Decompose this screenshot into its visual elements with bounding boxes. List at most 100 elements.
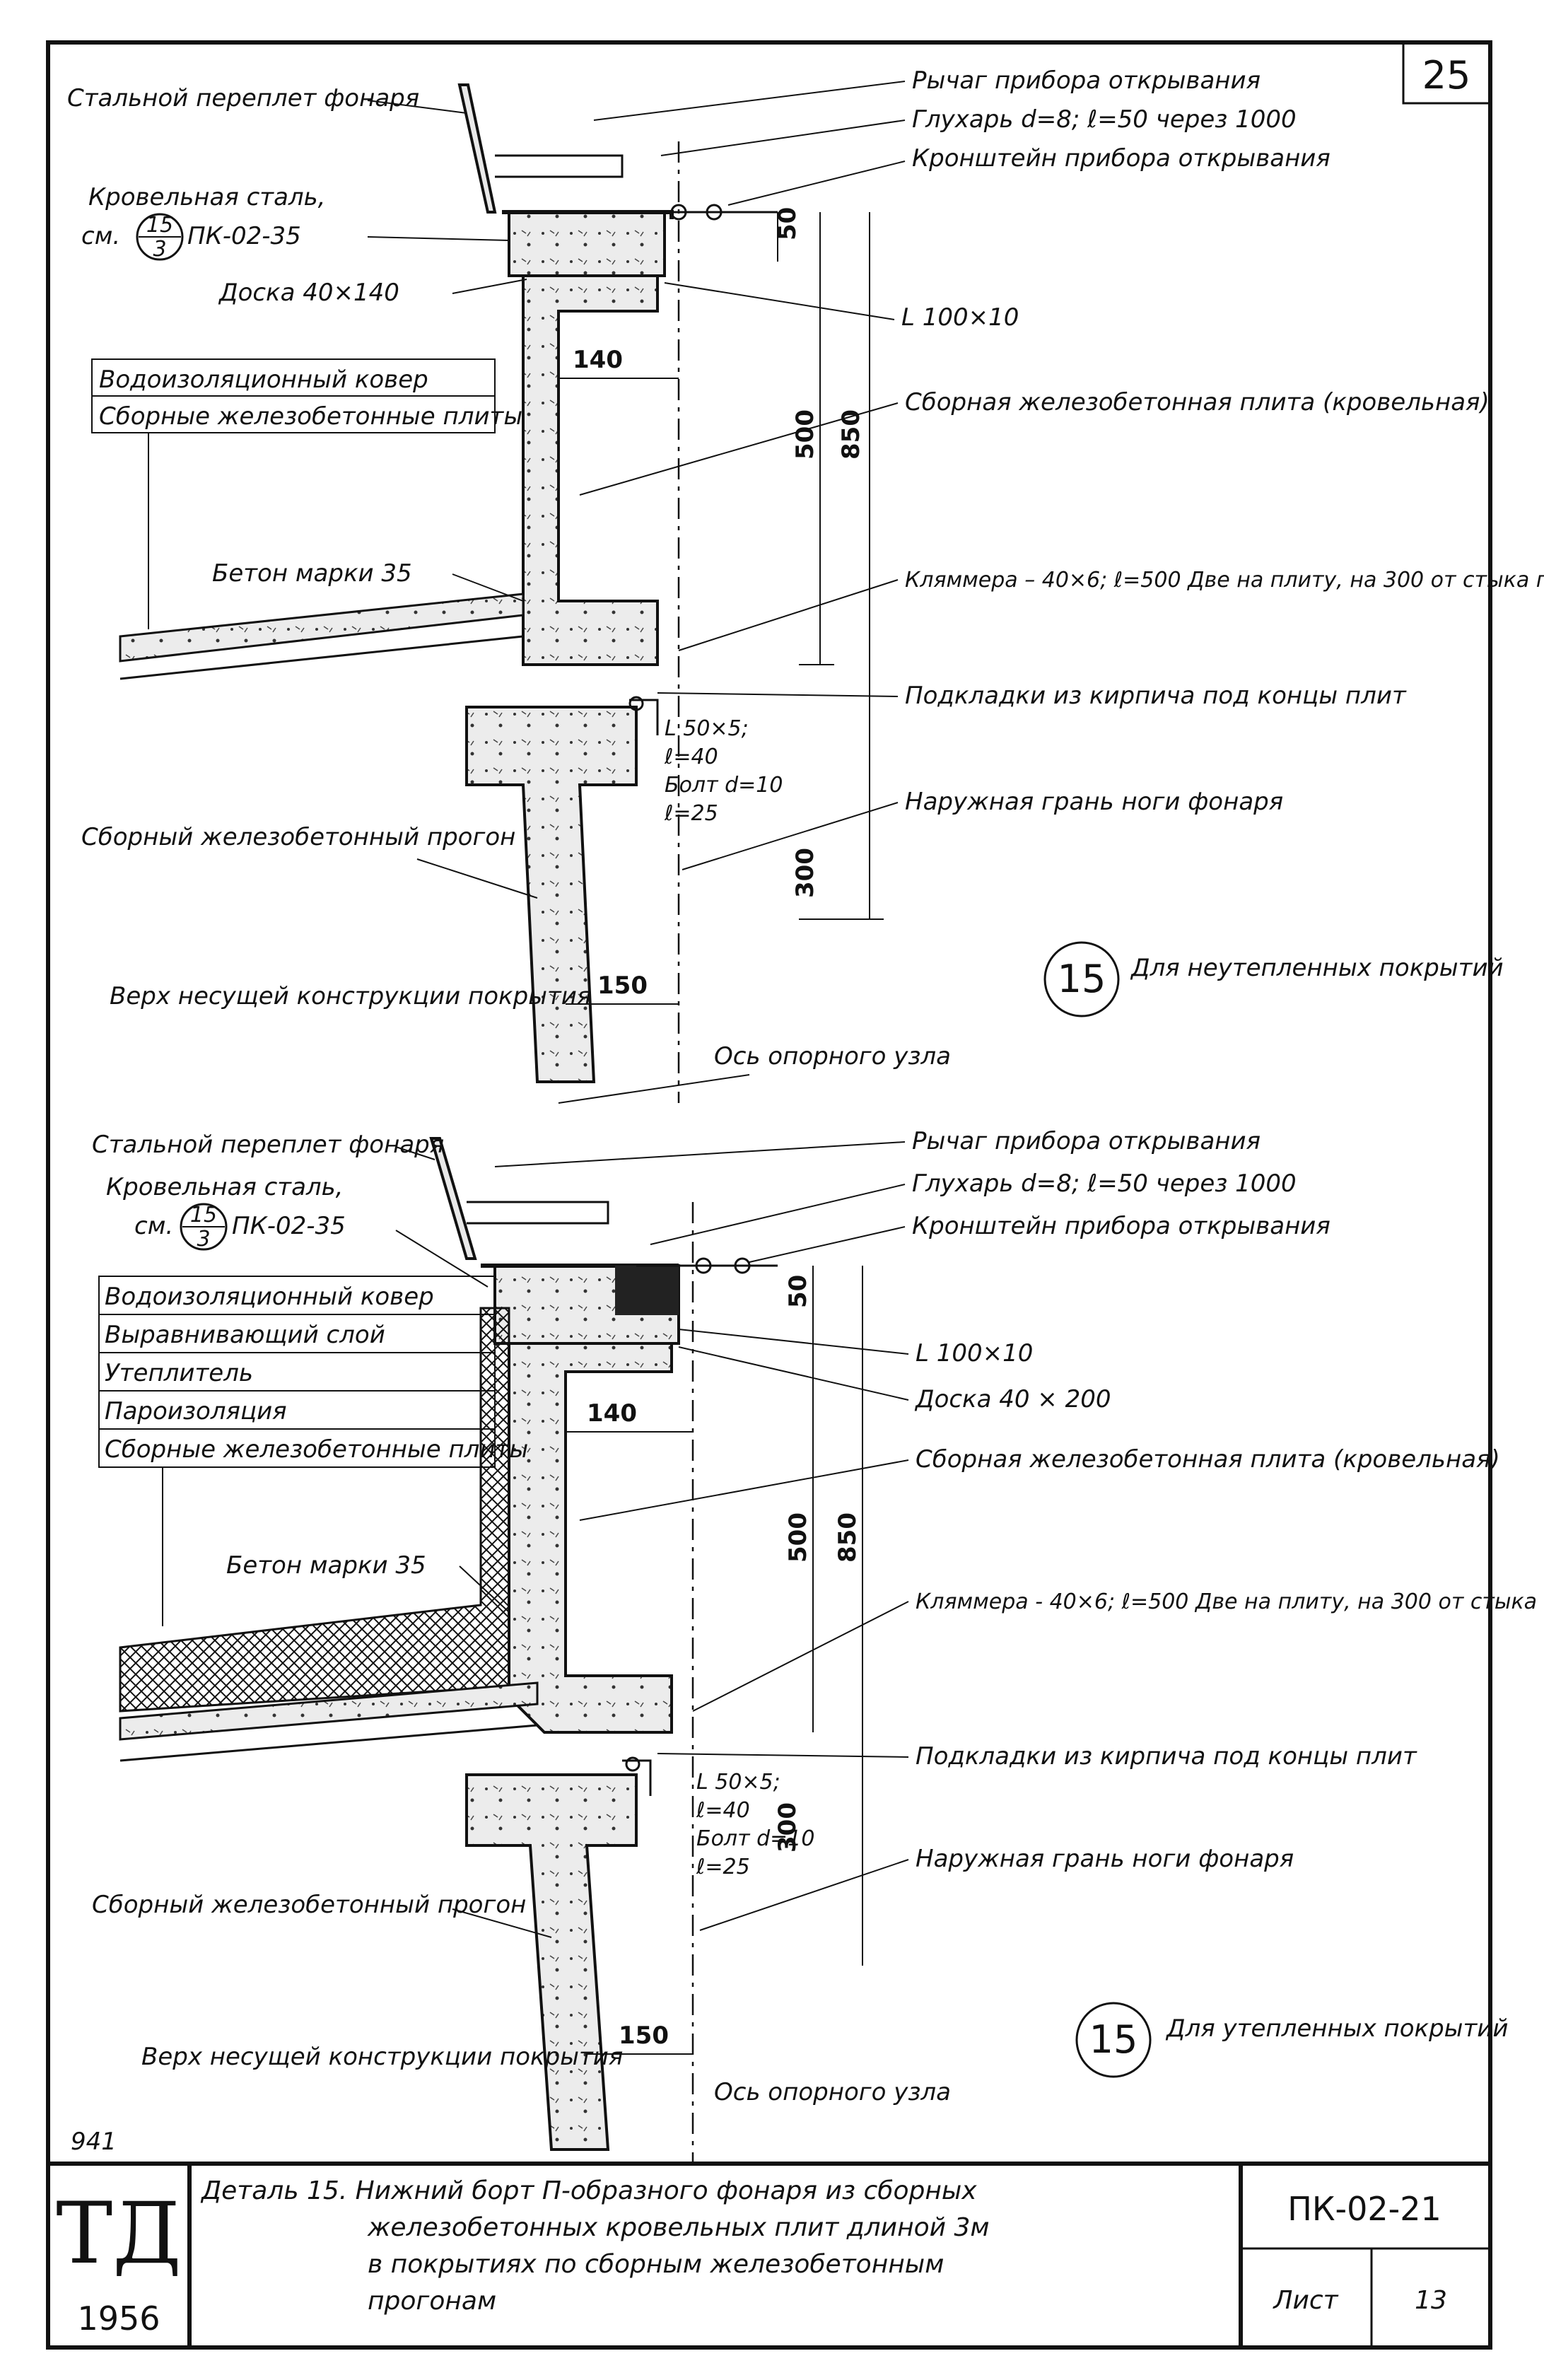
bottom-detail-no: 15 <box>1089 2017 1138 2062</box>
top-label-node-axis: Ось опорного узла <box>714 1042 951 1071</box>
top-label-angle: L 100×10 <box>901 303 1019 332</box>
bottom-label-node-axis: Ось опорного узла <box>714 2078 951 2106</box>
bottom-label-roof-steel: Кровельная сталь, <box>106 1173 343 1201</box>
sheet-border <box>46 40 1492 2350</box>
bottom-dim-300: 300 <box>773 1802 802 1853</box>
bottom-dim-150: 150 <box>619 2022 669 2050</box>
top-detail: 140 500 850 50 300 150 Стальной переплет… <box>67 66 1544 1104</box>
top-label-board: Доска 40×140 <box>218 279 399 307</box>
top-label-plug: Глухарь d=8; ℓ=50 через 1000 <box>912 105 1297 134</box>
title-line-4: прогонам <box>368 2287 496 2316</box>
bottom-roof-slab <box>119 1681 539 1741</box>
bottom-angle-cap <box>615 1266 679 1315</box>
bottom-label-lever: Рычаг прибора открывания <box>912 1127 1261 1155</box>
bottom-label-clamp: Кляммера - 40×6; ℓ=500 Две на плиту, на … <box>916 1589 1544 1614</box>
bottom-label-angle-small-len: ℓ=40 <box>696 1798 750 1823</box>
top-dim-300: 300 <box>791 848 819 898</box>
bottom-ref-den: 3 <box>197 1227 210 1252</box>
bottom-dim-850: 850 <box>834 1512 862 1563</box>
bottom-label-slab: Сборная железобетонная плита (кровельная… <box>916 1445 1500 1474</box>
top-label-ref-prefix: см. <box>81 222 120 250</box>
bottom-label-angle: L 100×10 <box>916 1339 1033 1367</box>
document-code: ПК-02-21 <box>1287 2190 1441 2228</box>
top-steel-sash-shape <box>457 83 497 214</box>
top-slab <box>522 274 659 666</box>
sheet-label: Лист <box>1272 2286 1338 2315</box>
title-line-3: в покрытиях по сборным железобетонным <box>368 2250 944 2279</box>
top-layer-row-2 <box>91 395 496 433</box>
top-label-bolt-len: ℓ=25 <box>664 801 718 826</box>
top-label-lever: Рычаг прибора открывания <box>912 66 1261 95</box>
top-detail-caption: Для неутепленных покрытий <box>1130 954 1504 982</box>
bottom-label-bolt-len: ℓ=25 <box>696 1855 750 1879</box>
top-layer-1: Водоизоляционный ковер <box>99 366 428 394</box>
top-layer-2: Сборные железобетонные плиты <box>99 402 522 431</box>
top-axis-leader <box>558 1074 750 1104</box>
top-purlin <box>465 706 638 1083</box>
bottom-label-purlin: Сборный железобетонный прогон <box>92 1891 526 1919</box>
bottom-layer-1: Водоизоляционный ковер <box>105 1283 434 1311</box>
sheet-value: 13 <box>1415 2286 1447 2315</box>
top-sash-lever <box>495 154 624 178</box>
bottom-layer-3: Утеплитель <box>105 1359 253 1387</box>
logo-td: ТД <box>56 2185 182 2283</box>
top-dim-50: 50 <box>773 207 802 240</box>
sheet-number-box <box>1402 41 1492 105</box>
top-roof-layers <box>119 593 525 663</box>
top-label-clamp: Кляммера – 40×6; ℓ=500 Две на плиту, на … <box>905 568 1544 593</box>
bottom-label-steel-sash: Стальной переплет фонаря <box>92 1131 444 1159</box>
top-roof-underside <box>119 635 524 680</box>
bottom-label-bracket: Кронштейн прибора открывания <box>912 1212 1330 1240</box>
title-block: ТД 1956 Деталь 15. Нижний борт П-образно… <box>48 2162 1490 2347</box>
title-line-2: железобетонных кровельных плит длиной 3м <box>367 2213 990 2242</box>
bottom-ref-num: 15 <box>190 1203 217 1227</box>
top-label-bolt: Болт d=10 <box>665 773 783 798</box>
bottom-label-brick-pads: Подкладки из кирпича под концы плит <box>916 1742 1417 1771</box>
top-ref-den: 3 <box>153 237 166 262</box>
bottom-label-ref-code: ПК-02-35 <box>232 1212 346 1240</box>
bottom-label-concrete: Бетон марки 35 <box>226 1551 426 1580</box>
top-board <box>508 211 666 277</box>
bottom-label-board: Доска 40 × 200 <box>914 1385 1111 1413</box>
top-label-support-top: Верх несущей конструкции покрытия <box>110 982 591 1010</box>
bottom-label-plug: Глухарь d=8; ℓ=50 через 1000 <box>912 1169 1297 1198</box>
bottom-detail-bubble <box>1075 2002 1152 2078</box>
top-ref-circle <box>136 213 184 261</box>
bottom-detail: 140 500 850 50 300 150 Стальной переплет… <box>92 1127 1544 2164</box>
top-bolt-1 <box>670 204 687 221</box>
sheet-number: 25 <box>1422 53 1471 98</box>
bottom-dim-140: 140 <box>587 1399 637 1428</box>
top-label-roof-steel: Кровельная сталь, <box>88 183 325 211</box>
bottom-label-ref-prefix: см. <box>134 1212 173 1240</box>
top-bolt-2 <box>706 204 723 221</box>
top-dim-850: 850 <box>837 409 865 460</box>
bottom-slab <box>508 1342 673 1734</box>
top-small-bolt <box>628 696 644 711</box>
bottom-detail-caption: Для утепленных покрытий <box>1165 2014 1509 2043</box>
top-label-angle-small: L 50×5; <box>665 716 749 741</box>
bottom-label-outer-face: Наружная грань ноги фонаря <box>916 1845 1294 1873</box>
top-small-angle <box>629 699 659 735</box>
bottom-dim-50: 50 <box>784 1275 812 1308</box>
bottom-dim-500: 500 <box>784 1512 812 1563</box>
top-label-concrete: Бетон марки 35 <box>212 559 412 588</box>
bottom-label-angle-small: L 50×5; <box>696 1770 780 1795</box>
top-dim-150: 150 <box>597 972 648 1000</box>
bottom-layer-5: Сборные железобетонные плиты <box>105 1435 528 1464</box>
top-label-ref-code: ПК-02-35 <box>187 222 301 250</box>
bottom-layer-4: Пароизоляция <box>105 1397 287 1425</box>
inventory-number: 941 <box>71 2128 117 2156</box>
top-label-slab: Сборная железобетонная плита (кровельная… <box>905 388 1490 416</box>
top-ref-num: 15 <box>146 213 173 238</box>
bottom-layer-2: Выравнивающий слой <box>105 1321 385 1349</box>
title-line-1: Деталь 15. Нижний борт П-образного фонар… <box>200 2176 977 2205</box>
top-label-brick-pads: Подкладки из кирпича под концы плит <box>905 682 1407 710</box>
top-detail-no: 15 <box>1058 957 1106 1001</box>
top-label-bracket: Кронштейн прибора открывания <box>912 144 1330 173</box>
bottom-label-support-top: Верх несущей конструкции покрытия <box>141 2043 623 2071</box>
top-dim-500: 500 <box>791 409 819 460</box>
top-detail-bubble <box>1043 941 1120 1017</box>
bottom-purlin <box>465 1773 638 2151</box>
